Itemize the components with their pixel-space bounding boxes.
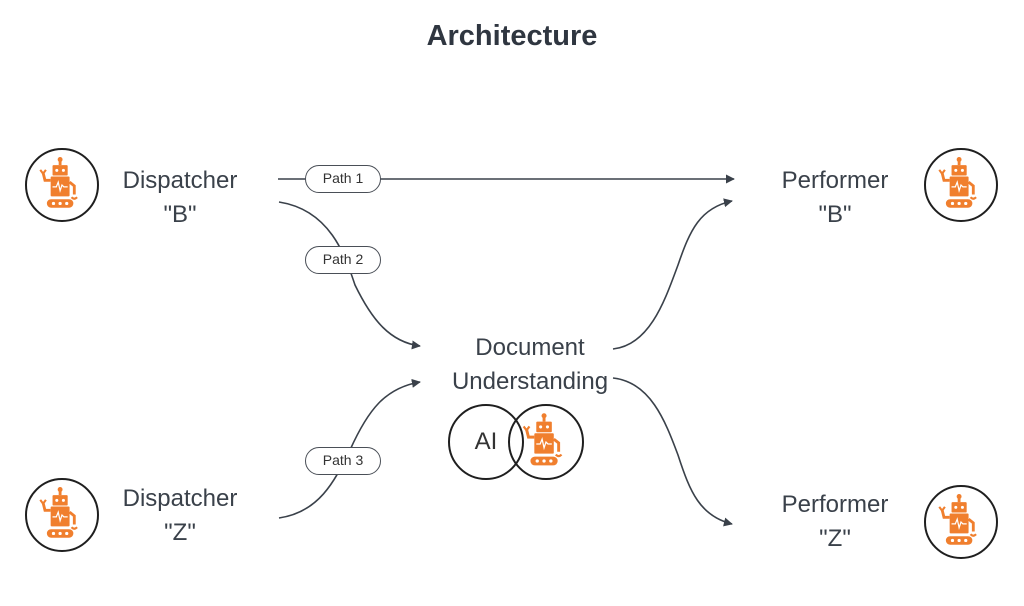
performer-z-robot-icon — [924, 485, 998, 559]
performer-b-id: "B" — [818, 201, 852, 228]
performer-b-name: Performer — [781, 167, 889, 194]
performer-b-label: Performer "B" — [760, 164, 910, 232]
dispatcher-b-id: "B" — [163, 201, 197, 228]
robot-icon — [938, 494, 977, 545]
dispatcher-z-name: Dispatcher — [122, 485, 238, 512]
path-1-label: Path 1 — [305, 165, 381, 193]
dispatcher-z-robot-icon — [25, 478, 99, 552]
performer-z-name: Performer — [781, 491, 889, 518]
dispatcher-z-label: Dispatcher "Z" — [105, 482, 255, 550]
document-understanding-line1: Document — [475, 334, 585, 361]
document-understanding-label: Document Understanding — [430, 331, 630, 399]
robot-icon — [938, 157, 977, 208]
diagram-title: Architecture — [426, 20, 598, 52]
edge-du-performer-z — [612, 377, 733, 527]
path-2-label: Path 2 — [305, 246, 381, 274]
robot-icon — [39, 157, 78, 208]
performer-b-robot-icon — [924, 148, 998, 222]
performer-z-id: "Z" — [819, 525, 851, 552]
document-understanding-line2: Understanding — [451, 368, 609, 395]
dispatcher-b-name: Dispatcher — [122, 167, 238, 194]
ai-circle: AI — [448, 404, 524, 480]
dispatcher-b-robot-icon — [25, 148, 99, 222]
dispatcher-b-label: Dispatcher "B" — [105, 164, 255, 232]
path-3-label: Path 3 — [305, 447, 381, 475]
dispatcher-z-id: "Z" — [164, 519, 196, 546]
performer-z-label: Performer "Z" — [760, 488, 910, 556]
robot-icon — [522, 413, 563, 466]
edge-du-performer-b — [612, 198, 733, 350]
robot-icon — [39, 487, 78, 538]
edge-path-2 — [278, 201, 421, 350]
